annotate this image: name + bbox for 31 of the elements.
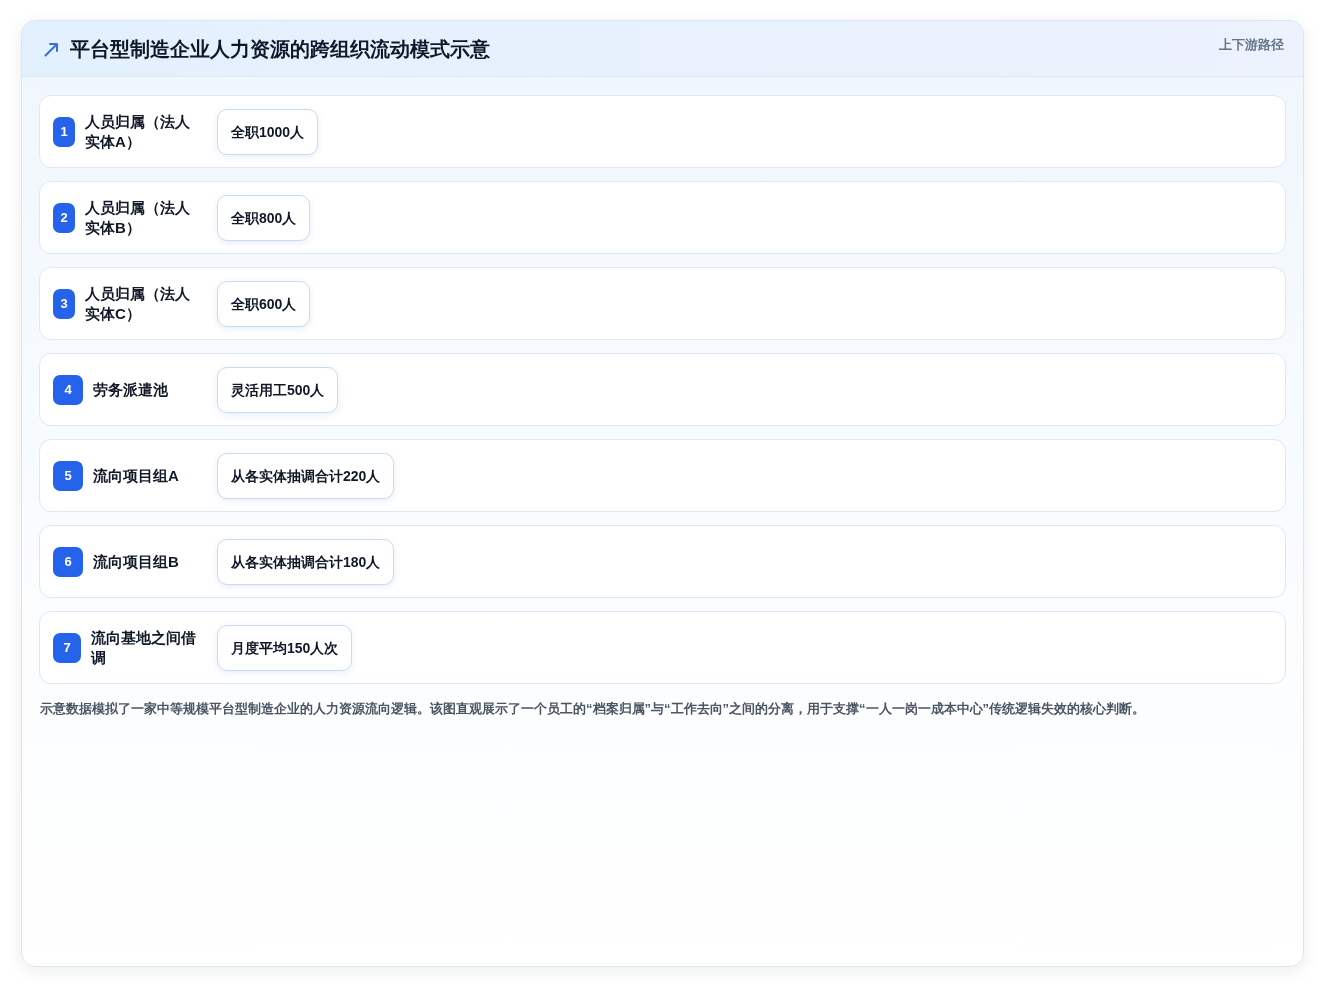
value-pill: 全职800人 [217, 194, 311, 241]
number-badge: 7 [53, 632, 81, 663]
row-box [39, 525, 1286, 598]
number-badge: 2 [53, 202, 75, 233]
row-box [39, 95, 1286, 168]
row-box [39, 439, 1286, 512]
number-badge: 4 [53, 374, 83, 405]
value-pill: 全职1000人 [217, 108, 319, 155]
number-badge: 6 [53, 546, 83, 577]
row-box [39, 611, 1286, 684]
row-label: 劳务派遣池 [93, 379, 168, 400]
caption: 示意数据模拟了一家中等规模平台型制造企业的人力资源流向逻辑。该图直观展示了一个员工的“档案归属”与“工作去向”之间的分离，用于支撑“一人一岗一成本中心”传统逻辑失效的核心判断。 [40, 700, 1145, 718]
number-badge: 3 [53, 288, 75, 319]
row-box [39, 267, 1286, 340]
row-label: 人员归属（法人实体C） [85, 283, 191, 324]
value-pill: 从各实体抽调合计220人 [217, 452, 395, 499]
row-label: 人员归属（法人实体A） [85, 111, 191, 152]
row-box [39, 353, 1286, 426]
value-pill: 月度平均150人次 [217, 624, 353, 671]
row-label: 流向项目组A [93, 465, 179, 486]
row-box [39, 181, 1286, 254]
value-pill: 从各实体抽调合计180人 [217, 538, 395, 585]
value-pill: 灵活用工500人 [217, 366, 339, 413]
value-pill: 全职600人 [217, 280, 311, 327]
title: 平台型制造企业人力资源的跨组织流动模式示意 [70, 37, 490, 62]
header-note: 上下游路径 [1219, 36, 1284, 54]
number-badge: 5 [53, 460, 83, 491]
row-label: 流向基地之间借调 [91, 627, 197, 668]
number-badge: 1 [53, 116, 75, 147]
row-label: 流向项目组B [93, 551, 179, 572]
row-label: 人员归属（法人实体B） [85, 197, 191, 238]
